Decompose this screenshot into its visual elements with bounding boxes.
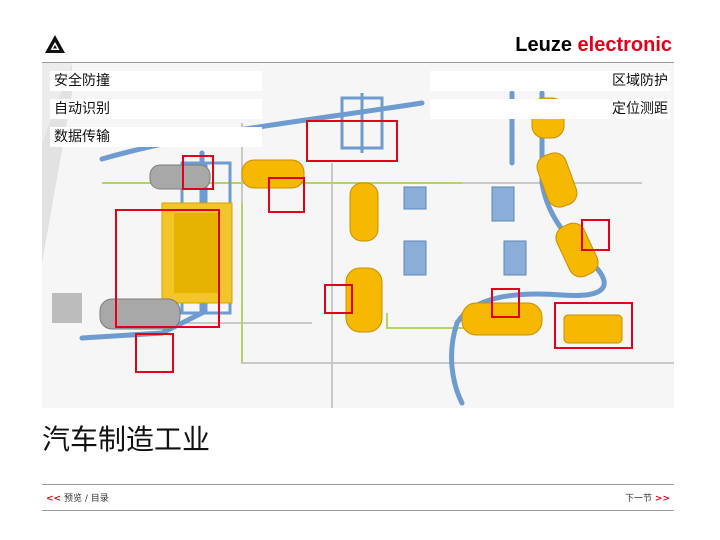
footer-divider-top <box>42 484 674 485</box>
label-safety-anticollision[interactable]: 安全防撞 <box>50 71 262 91</box>
label-data-transmission[interactable]: 数据传输 <box>50 127 262 147</box>
page-title: 汽车制造工业 <box>42 423 211 456</box>
next-label: 下一节 <box>625 494 653 504</box>
prev-label: 预览 / 目录 <box>63 494 109 504</box>
prev-arrow-icon: << <box>46 494 62 504</box>
nav-next-link[interactable]: 下一节 >> <box>625 491 670 504</box>
brand-name: Leuze <box>515 34 572 56</box>
brand-logo-text: Leuze electronic <box>515 34 672 57</box>
factory-floor-drawing <box>42 63 674 408</box>
footer-divider-bottom <box>42 510 674 511</box>
leuze-logo-icon <box>45 35 65 53</box>
brand-accent: electronic <box>577 34 672 56</box>
label-area-protection[interactable]: 区域防护 <box>430 71 670 91</box>
nav-prev-link[interactable]: << 预览 / 目录 <box>46 491 109 504</box>
label-auto-identification[interactable]: 自动识别 <box>50 99 262 119</box>
header-divider <box>42 62 674 63</box>
next-arrow-icon: >> <box>654 494 670 504</box>
factory-illustration <box>42 63 674 408</box>
label-positioning-ranging[interactable]: 定位测距 <box>430 99 670 119</box>
